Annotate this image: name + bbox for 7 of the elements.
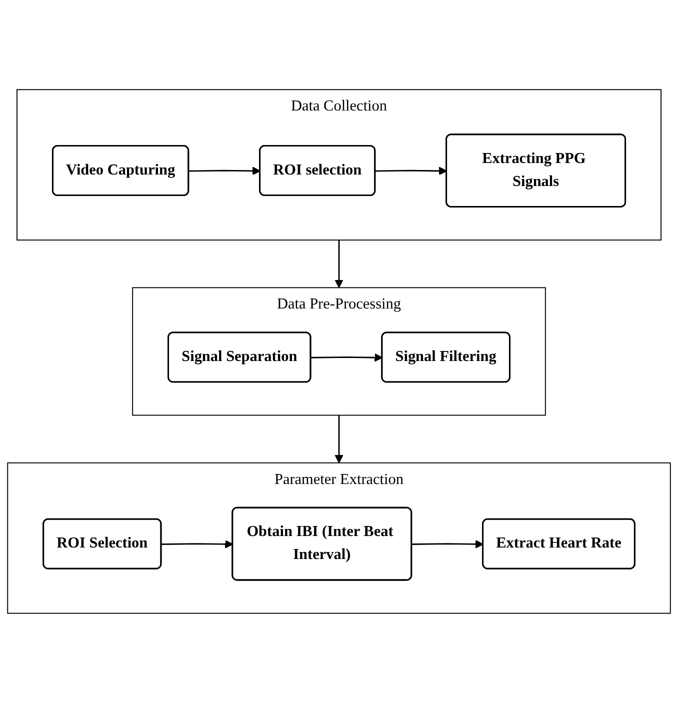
arrow <box>375 166 448 176</box>
arrow <box>310 353 383 362</box>
arrow <box>334 415 344 464</box>
arrow <box>412 540 484 548</box>
arrow <box>334 240 344 288</box>
arrow <box>161 540 234 548</box>
arrow <box>188 166 261 176</box>
